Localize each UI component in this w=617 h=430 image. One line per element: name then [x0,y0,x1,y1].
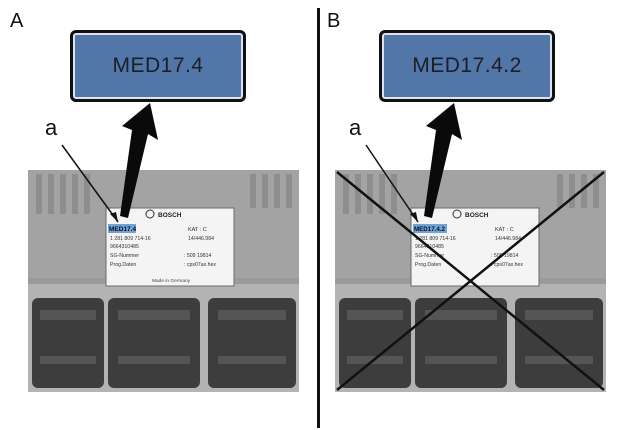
cross-out-line [336,171,605,391]
panel-divider [317,8,320,428]
panel-b: B MED17.4.2 a [317,0,617,430]
panel-letter: A [10,10,24,32]
label-line1-right: 14/446.984 [495,236,521,242]
pointer-label: a [349,115,362,140]
bosch-logo-icon [452,209,462,219]
label-brand: BOSCH [465,212,489,219]
label-made-in: Made in Germany [152,278,191,284]
bosch-logo-icon [145,209,155,219]
label-so-label: SG-Nummer [110,253,139,259]
panel-a: A MED17.4 a [0,0,300,430]
leader-line [365,144,419,223]
label-prog-label: Prog.Daten [415,262,441,268]
label-line1-right: 14/446.984 [188,236,214,242]
arrowhead-icon [410,212,418,222]
label-line1-left: 1 281 809 714-16 [415,236,456,242]
label-so-label: SG-Nummer [415,253,444,259]
pointer-label: a [45,115,58,140]
label-kat: KAT : C [188,227,207,233]
label-prog-label: Prog.Daten [110,262,136,268]
label-prog-value: : cps07ax.hex [491,262,523,268]
label-kat: KAT : C [495,227,514,233]
ecu-photo: MED17.4 BOSCH KAT : C 1 281 809 714-16 1… [28,170,299,392]
callout-arrow-icon [120,103,158,218]
label-highlight-text: MED17.4 [109,226,136,233]
ecu-unit-drawing: MED17.4.2 BOSCH KAT : C 1 281 809 714-16… [335,170,606,392]
leader-line [61,144,119,223]
arrowhead-icon [110,212,118,222]
label-so-value: : 509 19814 [184,253,212,259]
label-line2-left: 9664310485 [110,244,139,250]
label-so-value: : 509 19814 [491,253,519,259]
label-line1-left: 1 281 809 714-16 [110,236,151,242]
panel-letter: B [327,10,341,32]
label-highlight-text: MED17.4.2 [414,226,446,233]
ecu-photo: MED17.4.2 BOSCH KAT : C 1 281 809 714-16… [335,170,606,392]
label-brand: BOSCH [158,212,182,219]
callout-arrow-icon [424,103,462,218]
ecu-type-callout: MED17.4.2 [379,30,555,102]
ecu-type-callout: MED17.4 [70,30,246,102]
label-prog-value: : cps07ax.hex [184,262,216,268]
ecu-unit-drawing: MED17.4 BOSCH KAT : C 1 281 809 714-16 1… [28,170,299,392]
